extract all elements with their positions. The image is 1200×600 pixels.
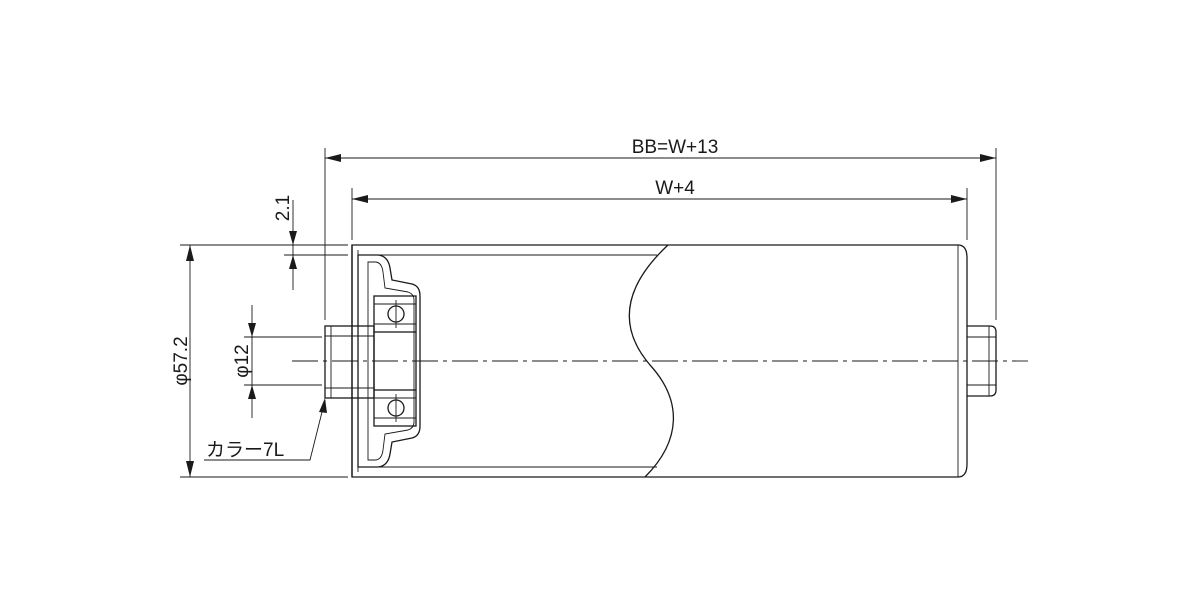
- shaft-diameter-label: φ12: [232, 344, 253, 377]
- dimension-wall-thickness: 2.1: [273, 195, 348, 290]
- dimension-tube-diameter: φ57.2: [171, 244, 348, 478]
- leader-collar: カラー7L: [204, 398, 327, 461]
- overall-length-label: BB=W+13: [632, 137, 719, 158]
- collar: [324, 325, 375, 399]
- collar-label: カラー7L: [206, 440, 284, 461]
- wall-thickness-label: 2.1: [273, 195, 294, 221]
- break-line: [628, 244, 675, 478]
- dimension-overall-length: BB=W+13: [324, 137, 997, 320]
- dimension-shaft-diameter: φ12: [232, 305, 322, 418]
- tube-length-label: W+4: [655, 178, 695, 199]
- dimension-tube-length: W+4: [351, 178, 968, 240]
- tube-diameter-label: φ57.2: [171, 336, 192, 385]
